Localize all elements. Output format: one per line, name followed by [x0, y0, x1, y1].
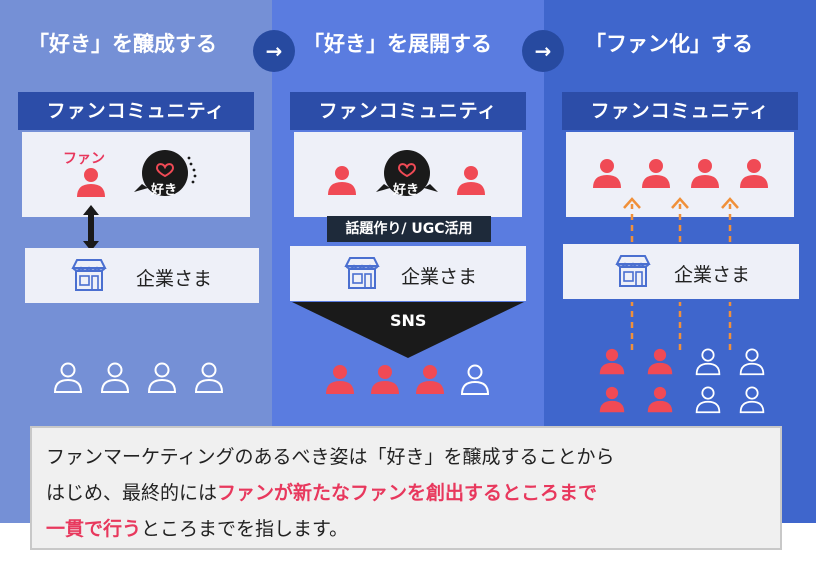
description-plain: はじめ、最終的には: [46, 482, 218, 504]
like-bubble-2: [376, 150, 438, 196]
store-icon: [72, 259, 106, 291]
company-box-2: 企業さま: [290, 246, 526, 301]
company-box-3: 企業さま: [563, 244, 799, 299]
like-bubble-1: [134, 150, 197, 196]
store-icon: [345, 257, 379, 289]
dashed-up-arrow-icon: [630, 302, 732, 350]
description-line-1: ファンマーケティングのあるべき姿は「好き」を醸成することから: [46, 446, 615, 468]
like-label-1: 好き: [151, 183, 178, 198]
person-outline-icon: [54, 362, 82, 393]
double-arrow-icon: [83, 205, 99, 251]
panel-title: ファンコミュニティ: [290, 92, 526, 130]
panel-title: ファンコミュニティ: [18, 92, 254, 130]
person-outline-icon: [461, 364, 489, 395]
description-highlight: 一貫で行う: [46, 518, 142, 540]
person-filled-icon: [740, 159, 768, 188]
panel-community-1: ファンコミュニティ: [18, 92, 254, 225]
person-filled-icon: [326, 365, 354, 394]
person-filled-icon: [416, 365, 444, 394]
description-highlight: ファンが新たなファンを創出するところまで: [217, 482, 598, 504]
fan-label: ファン: [63, 151, 105, 167]
company-label: 企業さま: [401, 266, 478, 288]
person-filled-icon: [647, 348, 673, 375]
company-label: 企業さま: [136, 268, 213, 290]
person-filled-icon: [642, 159, 670, 188]
panel-body: [22, 132, 250, 217]
person-outline-icon: [195, 362, 223, 393]
person-filled-icon: [647, 386, 673, 413]
person-outline-icon: [101, 362, 129, 393]
step-arrow-1: →: [253, 30, 295, 72]
step-title-2: 「好き」を展開する: [303, 32, 492, 56]
company-box-1: 企業さま: [25, 248, 259, 303]
person-outline-icon: [695, 386, 721, 414]
person-filled-icon: [593, 159, 621, 188]
person-outline-icon: [148, 362, 176, 393]
person-filled-icon: [371, 365, 399, 394]
panel-body: [566, 132, 794, 217]
like-label-2: 好き: [393, 183, 420, 198]
person-outline-icon: [695, 348, 721, 376]
person-filled-icon: [328, 166, 356, 195]
topic-badge: 話題作り/ UGC活用: [327, 216, 491, 242]
step-title-1: 「好き」を醸成する: [28, 32, 217, 56]
description-line-3: 一貫で行うところまでを指します。: [46, 514, 348, 541]
step-arrow-2: →: [522, 30, 564, 72]
person-filled-icon: [599, 348, 625, 375]
company-label: 企業さま: [674, 264, 751, 286]
panel-title: ファンコミュニティ: [562, 92, 798, 130]
description-box: ファンマーケティングのあるべき姿は「好き」を醸成することから はじめ、最終的には…: [30, 426, 782, 550]
sns-label: SNS: [390, 311, 427, 330]
panel-community-3: ファンコミュニティ: [562, 92, 798, 225]
step-title-3: 「ファン化」する: [585, 32, 753, 56]
panel-community-2: ファンコミュニティ: [290, 92, 526, 225]
sns-arrow-icon: [292, 302, 524, 358]
description-plain: ところまでを指します。: [141, 518, 349, 540]
person-filled-icon: [77, 168, 105, 197]
person-outline-icon: [739, 386, 765, 414]
description-line-2: はじめ、最終的にはファンが新たなファンを創出するところまで: [46, 478, 597, 505]
person-outline-icon: [739, 348, 765, 376]
person-filled-icon: [691, 159, 719, 188]
store-icon: [616, 255, 650, 287]
person-filled-icon: [457, 166, 485, 195]
person-filled-icon: [599, 386, 625, 413]
dashed-up-arrow-icon: [623, 197, 739, 242]
